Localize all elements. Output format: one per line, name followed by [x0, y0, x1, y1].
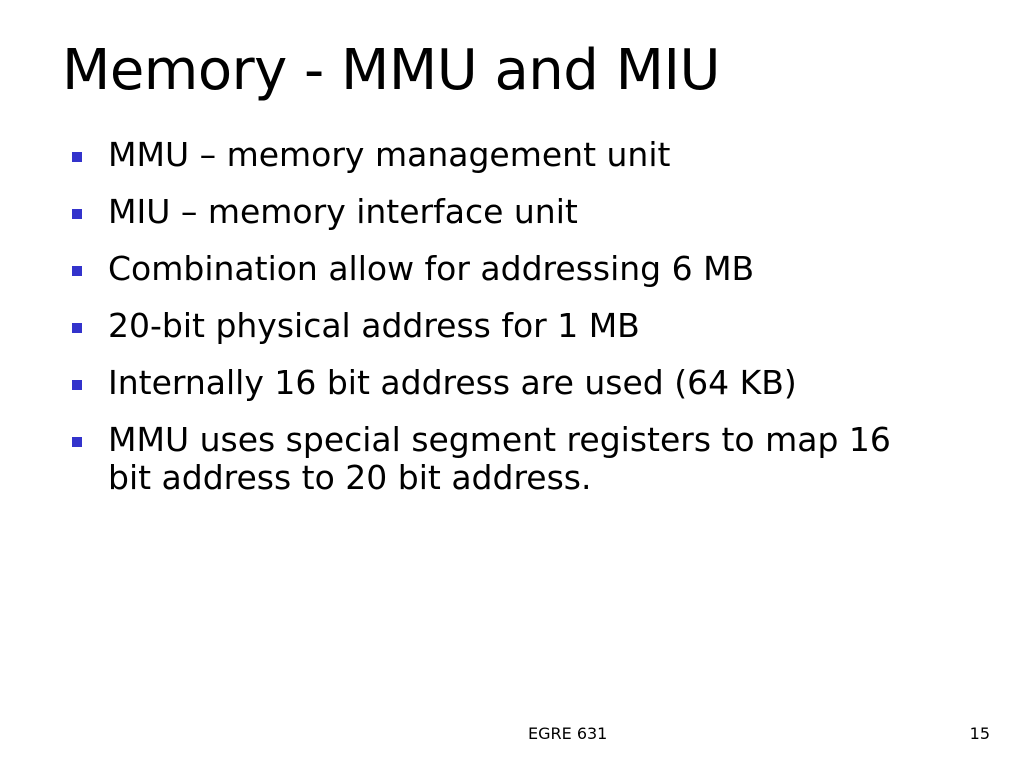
bullet-item: Combination allow for addressing 6 MB [72, 250, 932, 288]
bullet-text: MMU – memory management unit [108, 135, 671, 174]
bullet-text: MMU uses special segment registers to ma… [108, 420, 891, 497]
square-bullet-icon [72, 209, 82, 219]
square-bullet-icon [72, 323, 82, 333]
slide-title: Memory - MMU and MIU [62, 38, 720, 103]
bullet-item: MMU uses special segment registers to ma… [72, 421, 932, 497]
bullet-item: 20-bit physical address for 1 MB [72, 307, 932, 345]
square-bullet-icon [72, 437, 82, 447]
bullet-list: MMU – memory management unit MIU – memor… [72, 136, 932, 516]
bullet-item: MIU – memory interface unit [72, 193, 932, 231]
bullet-text: Internally 16 bit address are used (64 K… [108, 363, 797, 402]
bullet-item: Internally 16 bit address are used (64 K… [72, 364, 932, 402]
footer-course: EGRE 631 [528, 724, 608, 743]
square-bullet-icon [72, 380, 82, 390]
bullet-item: MMU – memory management unit [72, 136, 932, 174]
square-bullet-icon [72, 266, 82, 276]
bullet-text: MIU – memory interface unit [108, 192, 578, 231]
bullet-text: 20-bit physical address for 1 MB [108, 306, 640, 345]
bullet-text: Combination allow for addressing 6 MB [108, 249, 755, 288]
page-number: 15 [969, 724, 990, 743]
square-bullet-icon [72, 152, 82, 162]
